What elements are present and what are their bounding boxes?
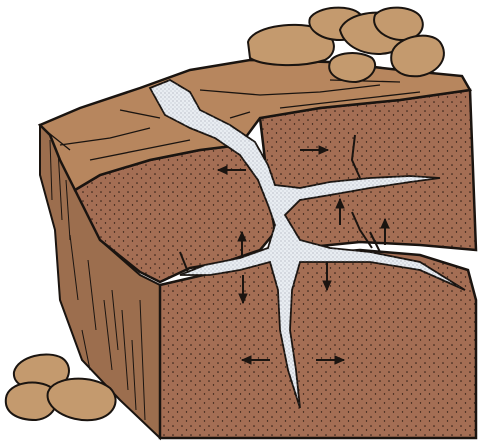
boulder-6 xyxy=(329,53,375,82)
boulder-9 xyxy=(48,379,116,421)
stipple-lower xyxy=(160,260,476,438)
